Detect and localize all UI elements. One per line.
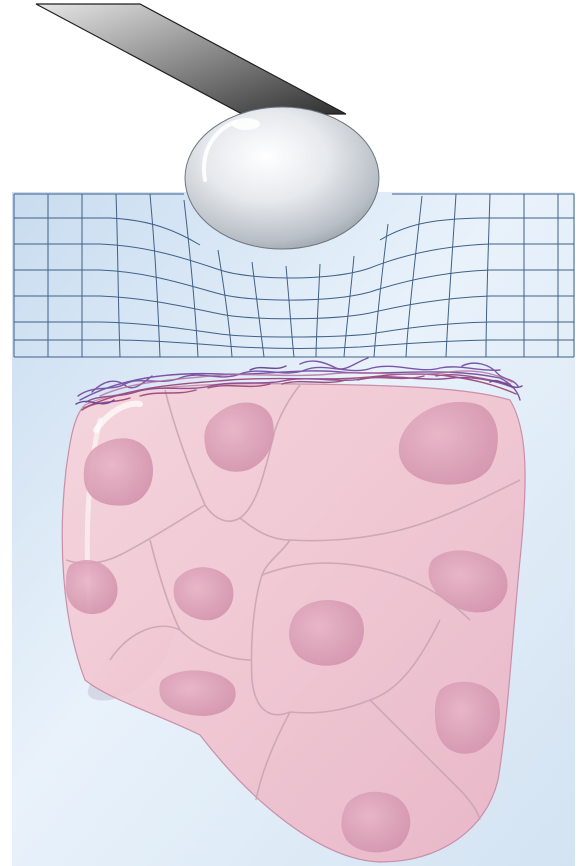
nucleus xyxy=(341,792,410,853)
nucleus xyxy=(289,600,364,666)
spherical-probe-tip xyxy=(185,107,379,249)
cantilever xyxy=(36,4,346,114)
nucleus xyxy=(84,438,153,505)
